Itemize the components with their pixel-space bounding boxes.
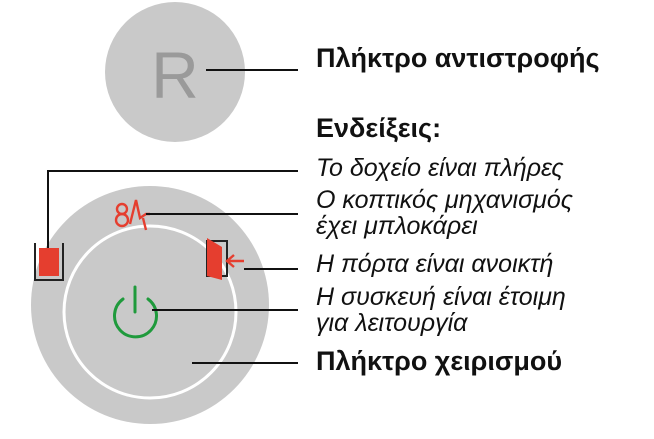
- power-ready-icon: [113, 285, 158, 339]
- control-button-label: Πλήκτρο χειρισμού: [316, 346, 563, 376]
- container-full-icon: [34, 243, 64, 281]
- indication-cutter-blocked-line1: Ο κοπτικός μηχανισμός: [316, 186, 573, 214]
- indication-cutter-blocked-line2: έχει μπλοκάρει: [316, 212, 478, 240]
- indication-container-full: Το δοχείο είναι πλήρες: [316, 154, 564, 182]
- reverse-button-label: Πλήκτρο αντιστροφής: [316, 43, 600, 73]
- leader-container-full: [47, 170, 298, 248]
- indication-ready-line1: Η συσκευή είναι έτοιμη: [316, 283, 566, 311]
- indication-ready-line2: για λειτουργία: [316, 309, 468, 337]
- leader-lines: [47, 69, 298, 364]
- control-button-ring[interactable]: [62, 224, 238, 400]
- indication-door-open: Η πόρτα είναι ανοικτή: [316, 250, 554, 278]
- indications-heading: Ενδείξεις:: [316, 113, 442, 143]
- door-open-icon: [206, 238, 244, 280]
- reverse-button[interactable]: [105, 2, 245, 142]
- reverse-button-letter: R: [151, 38, 199, 112]
